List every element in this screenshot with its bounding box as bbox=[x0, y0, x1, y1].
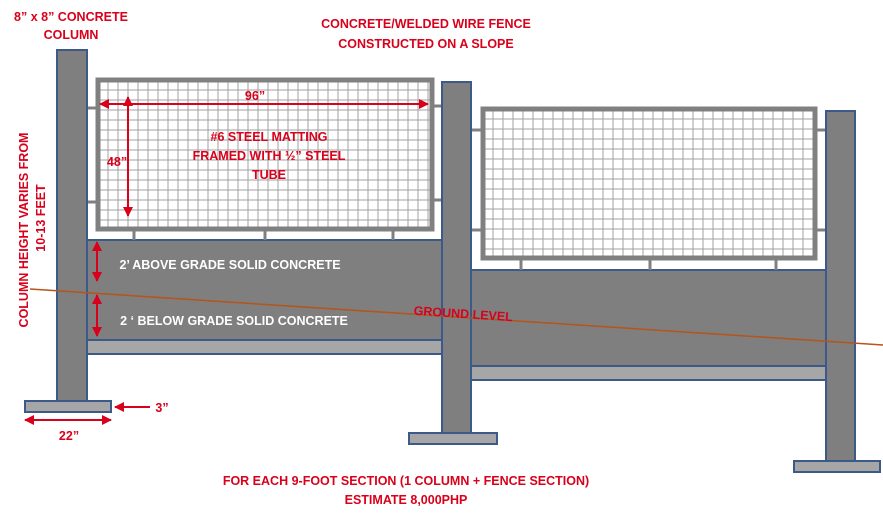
width-dimension-label: 96” bbox=[245, 89, 265, 103]
right-concrete-wall bbox=[469, 269, 827, 367]
column-2-base-plate bbox=[408, 432, 498, 445]
estimate-label-line1: FOR EACH 9-FOOT SECTION (1 COLUMN + FENC… bbox=[223, 474, 589, 488]
estimate-label-line2: ESTIMATE 8,000PHP bbox=[345, 493, 468, 507]
column-3 bbox=[825, 110, 856, 464]
plate-thickness-label: 3” bbox=[155, 401, 168, 415]
diagram-title-line1: CONCRETE/WELDED WIRE FENCE bbox=[321, 17, 531, 31]
left-concrete-wall bbox=[84, 239, 444, 341]
column-2 bbox=[441, 81, 472, 435]
column-1 bbox=[56, 49, 88, 403]
left-wall-footing bbox=[84, 339, 444, 355]
plate-width-label: 22” bbox=[59, 429, 79, 443]
column-size-label-line1: 8” x 8” CONCRETE bbox=[14, 10, 128, 24]
matting-label-line1: #6 STEEL MATTING bbox=[211, 130, 328, 144]
column-1-base-plate bbox=[24, 400, 112, 413]
column-height-label-line2: 10-13 FEET bbox=[34, 184, 48, 252]
above-grade-label: 2’ ABOVE GRADE SOLID CONCRETE bbox=[119, 258, 340, 272]
ground-level-line bbox=[29, 288, 883, 346]
column-size-label-line2: COLUMN bbox=[44, 28, 99, 42]
matting-label-line2: FRAMED WITH ½” STEEL bbox=[193, 149, 346, 163]
ground-level-label: GROUND LEVEL bbox=[413, 304, 513, 324]
right-wire-mesh-panel bbox=[480, 106, 818, 261]
right-wall-footing bbox=[469, 365, 827, 381]
matting-label-line3: TUBE bbox=[252, 168, 286, 182]
below-grade-label: 2 ‘ BELOW GRADE SOLID CONCRETE bbox=[120, 314, 348, 328]
column-height-label-line1: COLUMN HEIGHT VARIES FROM bbox=[17, 133, 31, 328]
height-dimension-label: 48” bbox=[107, 155, 127, 169]
diagram-title-line2: CONSTRUCTED ON A SLOPE bbox=[338, 37, 513, 51]
column-3-base-plate bbox=[793, 460, 881, 473]
